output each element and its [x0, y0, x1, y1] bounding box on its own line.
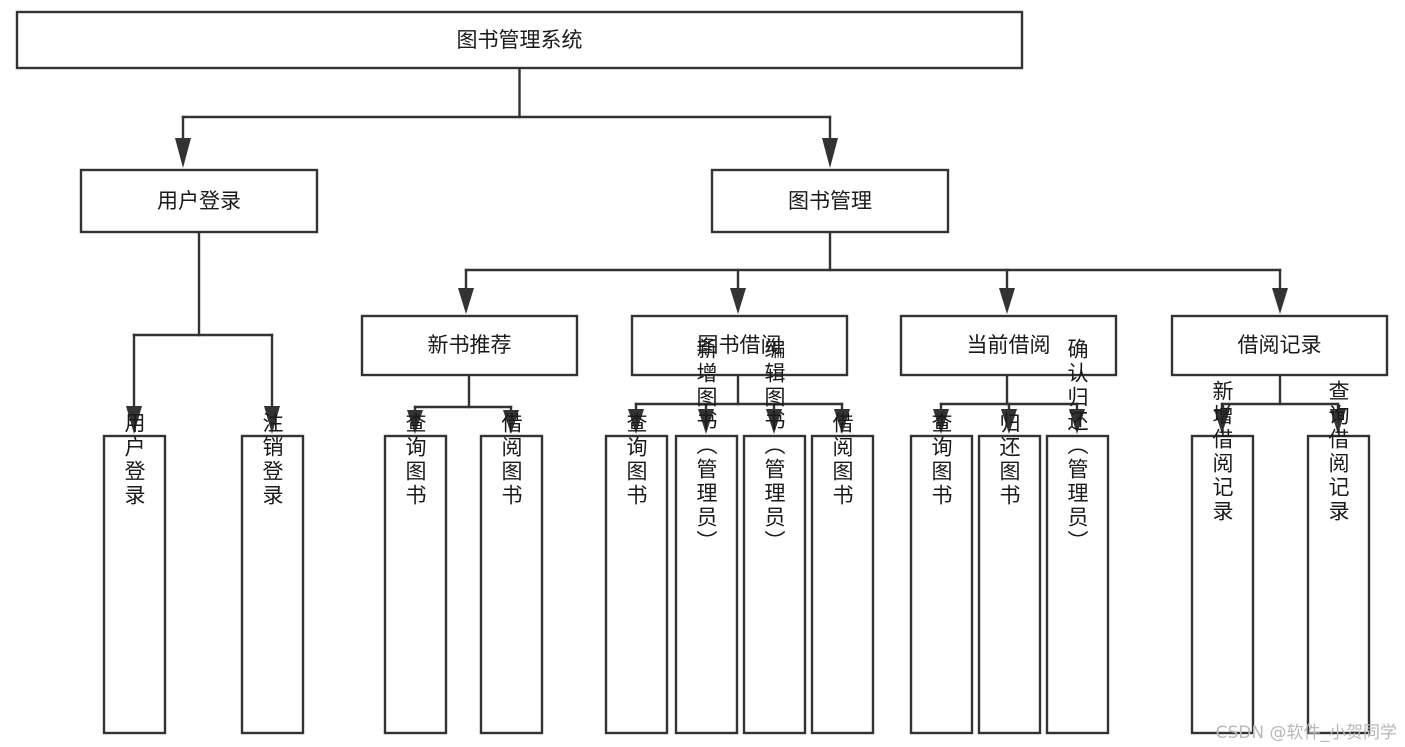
node-leaf-edit-book-box[interactable] — [742, 434, 807, 735]
node-new-book-rec-label: 新书推荐 — [428, 333, 512, 357]
arrow-head-icon — [1272, 288, 1288, 314]
node-new-book-rec[interactable]: 新书推荐 — [360, 314, 579, 377]
arrow-head-icon — [126, 406, 142, 434]
node-leaf-add-record[interactable]: 新增借阅记录 — [1190, 380, 1255, 735]
node-leaf-query-book-1-box[interactable] — [383, 434, 448, 735]
arrow-head-icon — [458, 288, 474, 314]
node-leaf-query-book-2[interactable]: 查询图书 — [604, 412, 669, 735]
node-current-borrow[interactable]: 当前借阅 — [899, 314, 1118, 377]
node-book-borrow-box[interactable] — [630, 314, 849, 377]
node-leaf-borrow-book-1[interactable]: 借阅图书 — [479, 412, 544, 735]
node-borrow-record-label: 借阅记录 — [1238, 333, 1322, 357]
node-leaf-return-book-box[interactable] — [977, 434, 1042, 735]
node-leaf-query-book-2-label: 查询图书 — [624, 412, 648, 508]
node-leaf-add-record-label: 新增借阅记录 — [1210, 380, 1234, 524]
arrow-head-icon — [1214, 409, 1230, 434]
node-user-login[interactable]: 用户登录 — [79, 168, 319, 234]
node-leaf-return-book[interactable]: 归还图书 — [977, 412, 1042, 735]
node-leaf-return-book-label: 归还图书 — [997, 412, 1021, 508]
node-leaf-logout-label: 注销登录 — [260, 412, 284, 508]
arrow-head-icon — [834, 409, 850, 434]
arrow-head-icon — [175, 138, 191, 168]
node-leaf-borrow-book-2-box[interactable] — [810, 434, 875, 735]
node-book-manage[interactable]: 图书管理 — [710, 168, 950, 234]
node-leaf-user-login-label: 用户登录 — [122, 412, 146, 508]
node-book-manage-box[interactable] — [710, 168, 950, 234]
node-leaf-edit-book-label: 编辑图书（管理员） — [762, 338, 786, 554]
node-new-book-rec-box[interactable] — [360, 314, 579, 377]
node-leaf-query-book-1-label: 查询图书 — [403, 412, 427, 508]
connector-layer — [126, 67, 1346, 434]
node-leaf-query-book-1[interactable]: 查询图书 — [383, 412, 448, 735]
node-book-manage-label: 图书管理 — [788, 189, 872, 213]
node-leaf-query-record[interactable]: 查询借阅记录 — [1306, 380, 1371, 735]
node-book-borrow-label: 图书借阅 — [698, 333, 782, 357]
node-root-box[interactable] — [15, 10, 1024, 70]
node-leaf-query-record-label: 查询借阅记录 — [1326, 380, 1350, 524]
node-leaf-user-login[interactable]: 用户登录 — [102, 412, 167, 735]
node-user-login-box[interactable] — [79, 168, 319, 234]
node-leaf-confirm-return[interactable]: 确认归还（管理员） — [1045, 338, 1110, 735]
node-leaf-add-book-box[interactable] — [674, 434, 739, 735]
node-leaf-confirm-return-label: 确认归还（管理员） — [1065, 338, 1089, 554]
node-leaf-add-book-label: 新增图书（管理员） — [694, 338, 718, 554]
arrow-head-icon — [628, 409, 644, 434]
arrow-head-icon — [407, 410, 423, 434]
node-leaf-user-login-box[interactable] — [102, 434, 167, 735]
arrow-head-icon — [999, 288, 1015, 314]
node-leaf-query-record-box[interactable] — [1306, 434, 1371, 735]
node-leaf-edit-book[interactable]: 编辑图书（管理员） — [742, 338, 807, 735]
arrow-head-icon — [1069, 409, 1085, 434]
arrow-head-icon — [933, 409, 949, 434]
node-root[interactable]: 图书管理系统 — [15, 10, 1024, 70]
node-leaf-logout[interactable]: 注销登录 — [240, 412, 305, 735]
node-leaf-borrow-book-1-label: 借阅图书 — [499, 412, 523, 508]
arrow-head-icon — [698, 409, 714, 434]
node-leaf-query-book-3-label: 查询图书 — [929, 412, 953, 508]
arrow-head-icon — [822, 138, 838, 168]
arrow-head-icon — [264, 406, 280, 434]
node-root-label: 图书管理系统 — [457, 28, 583, 52]
node-leaf-borrow-book-2[interactable]: 借阅图书 — [810, 412, 875, 735]
node-current-borrow-box[interactable] — [899, 314, 1118, 377]
node-leaf-add-record-box[interactable] — [1190, 434, 1255, 735]
arrow-head-icon — [503, 410, 519, 434]
node-leaf-logout-box[interactable] — [240, 434, 305, 735]
node-leaf-borrow-book-1-box[interactable] — [479, 434, 544, 735]
arrow-head-icon — [1330, 409, 1346, 434]
node-current-borrow-label: 当前借阅 — [967, 333, 1051, 357]
node-leaf-borrow-book-2-label: 借阅图书 — [830, 412, 854, 508]
node-leaf-confirm-return-box[interactable] — [1045, 434, 1110, 735]
node-user-login-label: 用户登录 — [157, 189, 241, 213]
arrow-head-icon — [730, 288, 746, 314]
node-borrow-record[interactable]: 借阅记录 — [1170, 314, 1389, 377]
node-leaf-query-book-3[interactable]: 查询图书 — [909, 412, 974, 735]
node-book-borrow[interactable]: 图书借阅 — [630, 314, 849, 377]
arrow-head-icon — [766, 409, 782, 434]
node-leaf-query-book-3-box[interactable] — [909, 434, 974, 735]
node-leaf-query-book-2-box[interactable] — [604, 434, 669, 735]
node-leaf-add-book[interactable]: 新增图书（管理员） — [674, 338, 739, 735]
node-borrow-record-box[interactable] — [1170, 314, 1389, 377]
arrow-head-icon — [1001, 409, 1017, 434]
